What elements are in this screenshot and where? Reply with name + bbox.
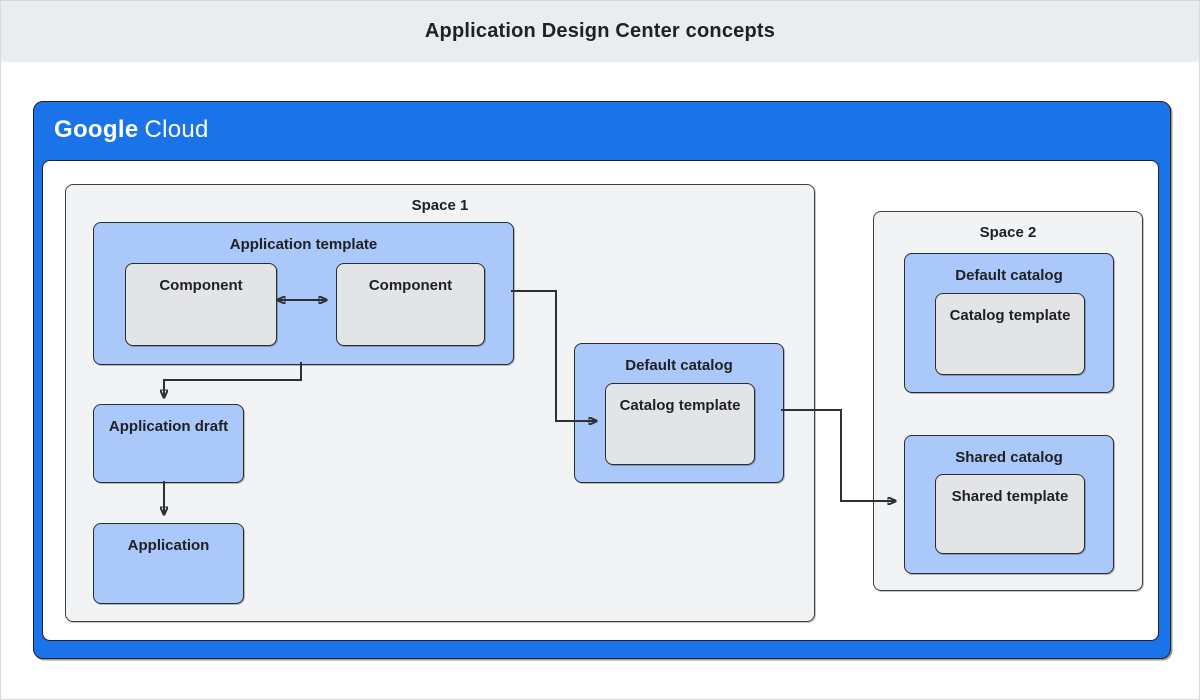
default-catalog-space2-box: Default catalog Catalog template: [904, 253, 1114, 393]
catalog-template-space2-label: Catalog template: [949, 307, 1071, 324]
title-bar: Application Design Center concepts: [1, 1, 1199, 62]
application-label: Application: [127, 537, 210, 554]
application-draft-label: Application draft: [108, 418, 229, 435]
shared-template-label: Shared template: [951, 488, 1069, 505]
shared-template-box: Shared template: [935, 474, 1085, 554]
project-canvas: Space 1 Application template Component C…: [42, 160, 1159, 641]
application-draft-box: Application draft: [93, 404, 244, 483]
default-catalog-space1-label: Default catalog: [625, 357, 733, 374]
application-box: Application: [93, 523, 244, 604]
catalog-template-space2-box: Catalog template: [935, 293, 1085, 375]
default-catalog-space2-label: Default catalog: [955, 267, 1063, 284]
shared-catalog-box: Shared catalog Shared template: [904, 435, 1114, 574]
space-1-container: Space 1 Application template Component C…: [65, 184, 815, 622]
application-template-box: Application template Component Component: [93, 222, 514, 365]
catalog-template-space1-box: Catalog template: [605, 383, 755, 465]
application-template-label: Application template: [229, 236, 378, 253]
component-right-box: Component: [336, 263, 485, 346]
space-1-label: Space 1: [411, 197, 469, 214]
component-left-label: Component: [159, 277, 243, 294]
space-2-container: Space 2 Default catalog Catalog template…: [873, 211, 1143, 591]
page-title: Application Design Center concepts: [424, 20, 776, 42]
cloud-wordmark: Cloud: [144, 116, 209, 143]
shared-catalog-label: Shared catalog: [955, 449, 1063, 466]
google-wordmark: Google: [54, 116, 139, 143]
component-right-label: Component: [368, 277, 453, 294]
space-2-label: Space 2: [979, 224, 1037, 241]
component-left-box: Component: [125, 263, 277, 346]
default-catalog-space1-box: Default catalog Catalog template: [574, 343, 784, 483]
catalog-template-space1-label: Catalog template: [619, 397, 741, 414]
